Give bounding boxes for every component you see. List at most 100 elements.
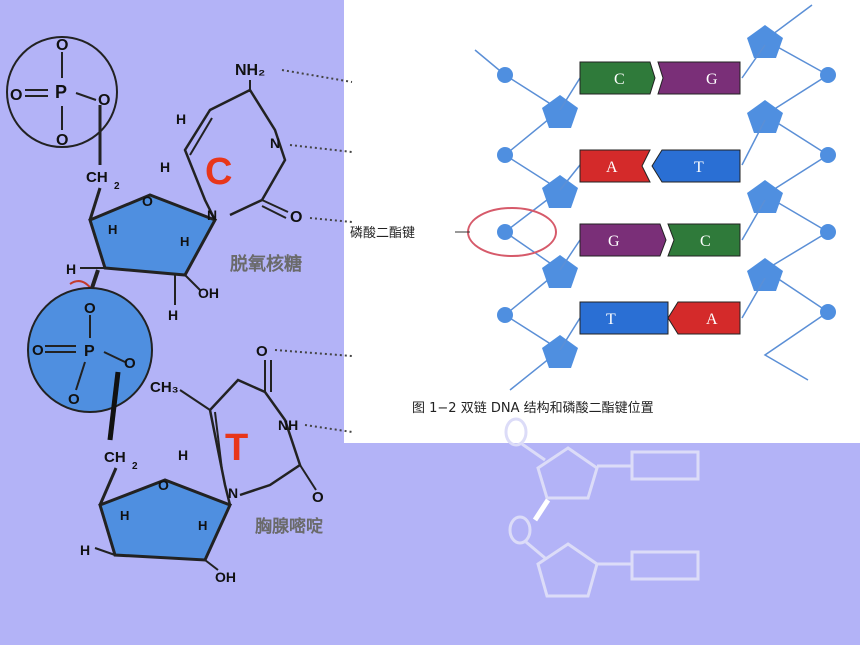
cytosine-n3: N bbox=[270, 135, 280, 151]
top-sugar-ring-o: O bbox=[142, 193, 153, 209]
bottom-phosphate-group: O O P O O bbox=[27, 287, 153, 413]
schematic-base-1 bbox=[630, 450, 700, 481]
bottom-sugar-h3: H bbox=[80, 542, 90, 558]
right-sugar-2 bbox=[747, 100, 783, 133]
top-sugar-oh: OH bbox=[198, 285, 219, 301]
base-letter-c: C bbox=[205, 151, 232, 193]
top-phosphate-p: P bbox=[55, 82, 67, 102]
bottom-sugar-h1: H bbox=[120, 508, 129, 523]
dna-double-strand: C G A T G C T A 磷酸二 bbox=[350, 4, 836, 416]
cytosine-nh2: NH₂ bbox=[235, 62, 265, 79]
base-pair-1-left-letter: C bbox=[614, 71, 625, 88]
base-pair-4-left-block bbox=[579, 301, 669, 335]
base-pair-3-right-letter: C bbox=[700, 233, 711, 250]
thymine-nh: NH bbox=[278, 417, 298, 433]
bottom-phosphate-o-top: O bbox=[84, 300, 96, 317]
right-phosphate-4 bbox=[820, 304, 836, 320]
base-pair-2-left-letter: A bbox=[606, 159, 618, 176]
left-phosphate-4 bbox=[497, 307, 513, 323]
base-pair-4-left-letter: T bbox=[606, 311, 616, 328]
schematic-nucleotide-pair bbox=[504, 417, 700, 598]
top-phosphate-o-top: O bbox=[56, 37, 68, 54]
cytosine-h1: H bbox=[176, 111, 186, 127]
right-phosphate-2 bbox=[820, 147, 836, 163]
bottom-phosphate-o-bottom: O bbox=[68, 391, 80, 408]
cytosine-base: H H NH₂ N N O C 脱氧核糖 bbox=[160, 62, 353, 275]
schematic-phosphate-1 bbox=[504, 417, 528, 447]
base-pair-4: T A bbox=[559, 277, 766, 351]
top-sugar-ring bbox=[88, 193, 218, 277]
base-pair-1: C G bbox=[559, 44, 766, 111]
left-sugar-1 bbox=[542, 95, 578, 128]
base-pair-1-left-block bbox=[579, 61, 656, 95]
top-sugar-h3: H bbox=[66, 261, 76, 277]
top-sugar-h1: H bbox=[108, 222, 117, 237]
left-phosphate-3 bbox=[497, 224, 513, 240]
schematic-sugar-1 bbox=[536, 446, 599, 500]
base-pair-4-right-letter: A bbox=[706, 311, 718, 328]
base-pair-3-right-block bbox=[667, 223, 741, 257]
base-pair-2-left-block bbox=[579, 149, 651, 183]
left-sugar-2 bbox=[542, 175, 578, 208]
thymine-ch3: CH₃ bbox=[150, 379, 179, 396]
schematic-phosphate-2 bbox=[508, 515, 532, 545]
top-phosphate-group: O O P O O bbox=[6, 36, 118, 149]
base-pair-2-right-letter: T bbox=[694, 159, 704, 176]
cytosine-n1: N bbox=[207, 207, 217, 223]
bottom-sugar-h2: H bbox=[198, 518, 207, 533]
top-phosphate-o-right: O bbox=[98, 92, 110, 109]
top-phosphate-o-bottom: O bbox=[56, 132, 68, 149]
bottom-phosphate-circle bbox=[27, 287, 153, 413]
phosphodiester-bond-label: 磷酸二酯键 bbox=[350, 226, 415, 241]
thymine-h: H bbox=[178, 447, 188, 463]
sugar-label-bottom: 胸腺嘧啶 bbox=[255, 516, 323, 537]
ch2-bottom-label: CH bbox=[104, 449, 126, 466]
bottom-sugar-oh: OH bbox=[215, 569, 236, 585]
top-sugar-h4: H bbox=[168, 307, 178, 323]
cytosine-h2: H bbox=[160, 159, 170, 175]
left-sugar-4 bbox=[542, 335, 578, 368]
right-sugar-3 bbox=[747, 180, 783, 213]
thymine-base: CH₃ O NH H N O T 胸腺嘧啶 bbox=[150, 343, 353, 537]
sugar-label-top: 脱氧核糖 bbox=[230, 253, 302, 275]
base-letter-t: T bbox=[225, 427, 248, 469]
thymine-o-bottom: O bbox=[312, 489, 324, 506]
base-pair-1-right-block bbox=[657, 61, 741, 95]
right-sugar-1 bbox=[747, 25, 783, 58]
schematic-phosphodiester-bond bbox=[532, 498, 551, 522]
top-phosphate-circle bbox=[6, 36, 118, 148]
left-backbone bbox=[474, 49, 562, 391]
figure-caption: 图 1−2 双链 DNA 结构和磷酸二酯键位置 bbox=[412, 401, 654, 416]
base-pair-4-right-block bbox=[667, 301, 741, 335]
ch2-top-sub: 2 bbox=[114, 181, 120, 192]
thymine-n1: N bbox=[228, 485, 238, 501]
base-pair-2: A T bbox=[559, 119, 766, 191]
thymine-o-top: O bbox=[256, 343, 268, 360]
bottom-phosphate-o-right: O bbox=[124, 355, 136, 372]
left-sugar-3 bbox=[542, 255, 578, 288]
bottom-sugar-ring-o: O bbox=[158, 477, 169, 493]
bottom-deoxyribose-sugar: O H H H OH bbox=[80, 477, 236, 585]
bottom-phosphate-p: P bbox=[84, 343, 95, 360]
base-pair-3-left-block bbox=[579, 223, 667, 257]
top-sugar-h2: H bbox=[180, 234, 189, 249]
left-phosphate-2 bbox=[497, 147, 513, 163]
right-sugar-4 bbox=[747, 258, 783, 291]
base-pair-2-right-block bbox=[651, 149, 741, 183]
base-pair-3-left-letter: G bbox=[608, 233, 620, 250]
right-phosphate-1 bbox=[820, 67, 836, 83]
left-phosphate-1 bbox=[497, 67, 513, 83]
base-pair-3: G C bbox=[559, 199, 766, 271]
ch2-bottom-sub: 2 bbox=[132, 461, 138, 472]
top-deoxyribose-sugar: O H H H OH H bbox=[66, 193, 219, 323]
schematic-sugar-2 bbox=[536, 542, 599, 598]
right-phosphate-3 bbox=[820, 224, 836, 240]
base-pair-1-right-letter: G bbox=[706, 71, 718, 88]
bottom-phosphate-o-left: O bbox=[32, 342, 44, 359]
schematic-base-2 bbox=[630, 550, 700, 581]
top-phosphate-o-left: O bbox=[10, 87, 22, 104]
ch2-top-label: CH bbox=[86, 169, 108, 186]
bottom-sugar-ring bbox=[98, 478, 233, 562]
cytosine-o: O bbox=[290, 209, 302, 226]
